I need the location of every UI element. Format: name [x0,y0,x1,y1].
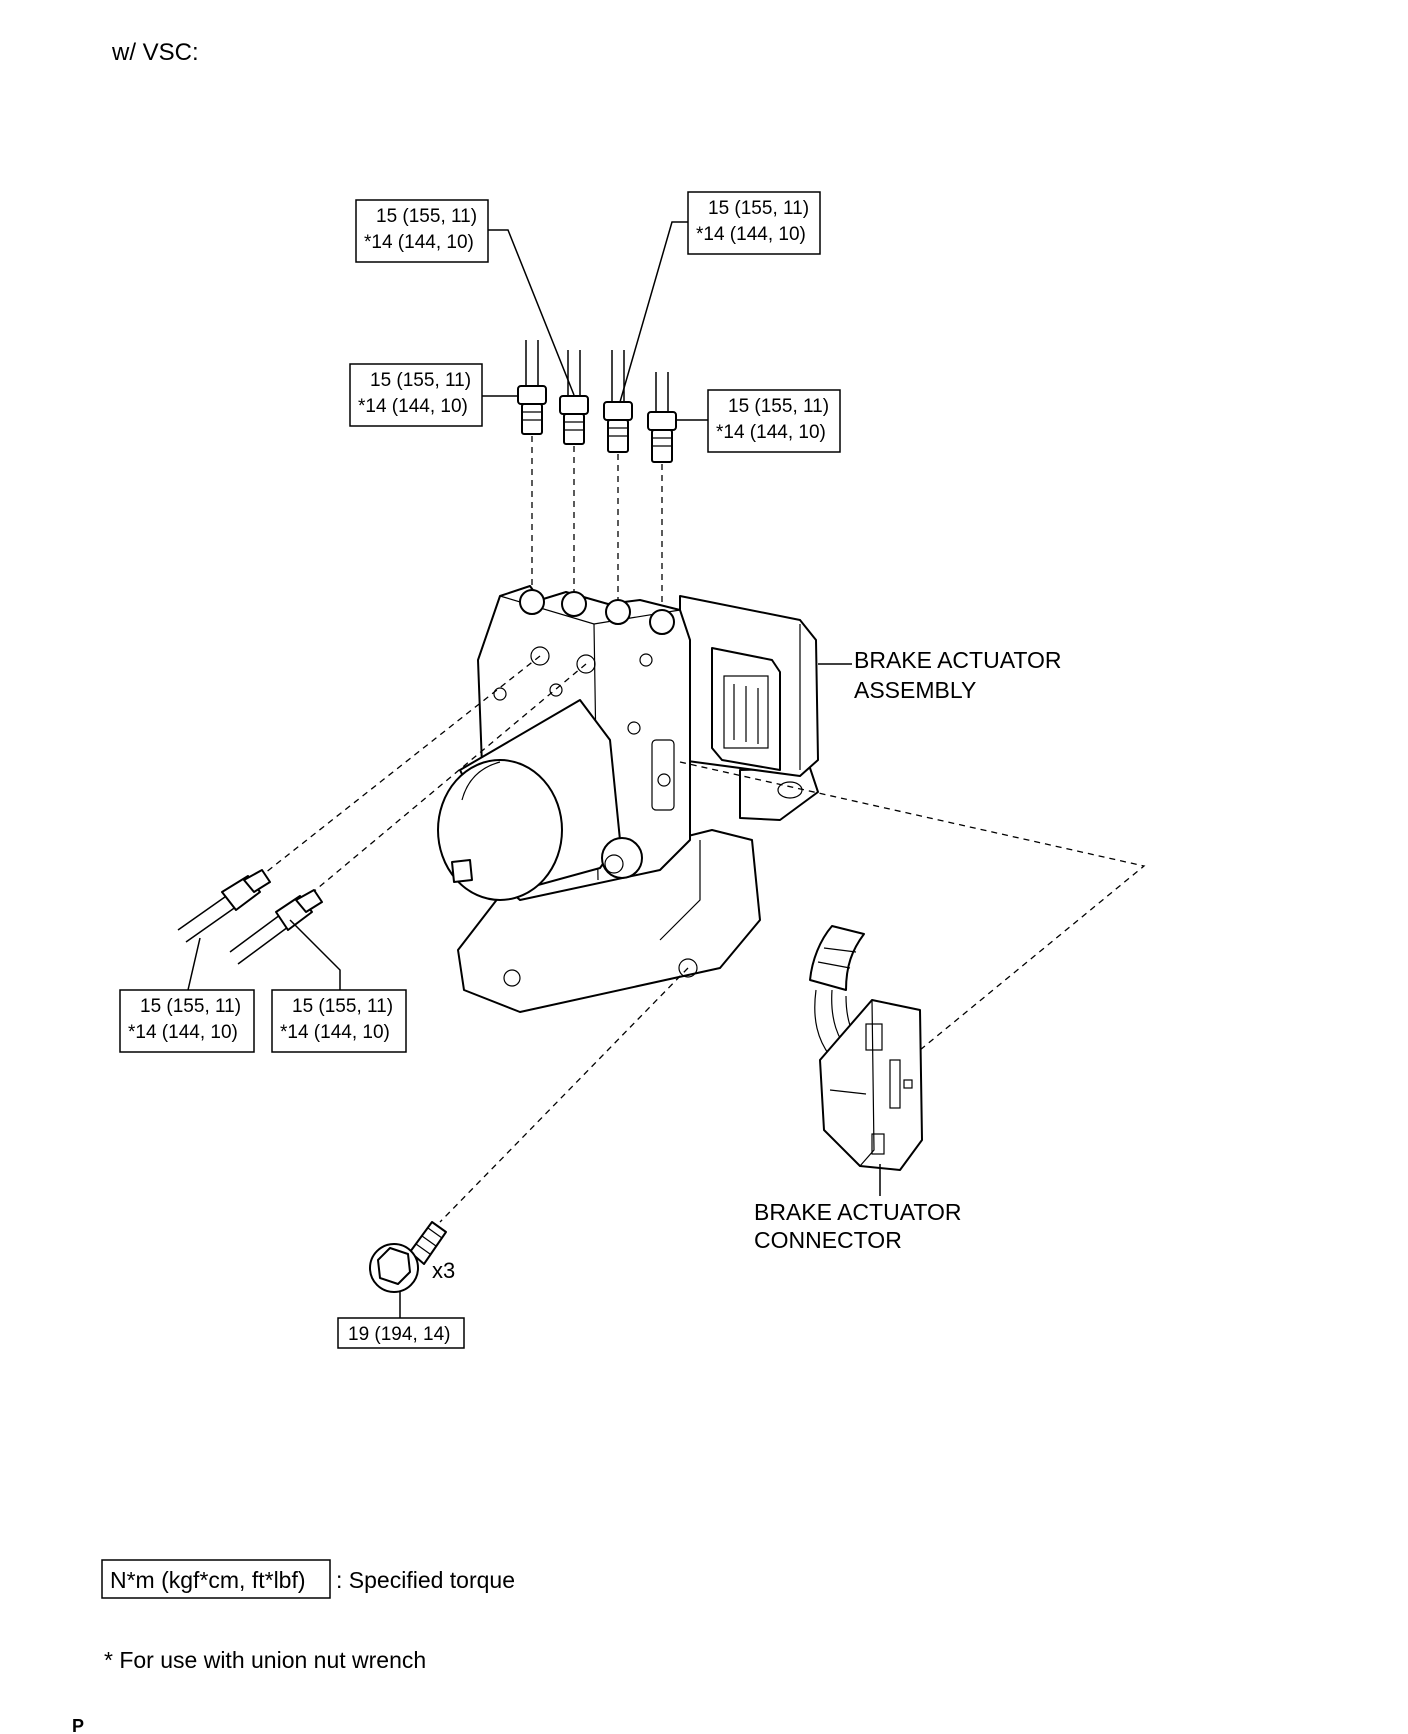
union-nut-3 [603,350,633,453]
torque-value-union-wrench: *14 (144, 10) [364,232,474,253]
torque-label-bolt: 19 (194, 14) [337,1317,465,1349]
brake-actuator-assembly [437,585,819,1013]
union-nut-2 [559,350,589,445]
brake-actuator-connector-label: BRAKE ACTUATOR [754,1199,961,1225]
bolt-quantity: x3 [432,1258,455,1283]
alignment-line [245,655,541,889]
torque-unit-box: N*m (kgf*cm, ft*lbf) [110,1567,306,1593]
torque-label-mid-left: 15 (155, 11) *14 (144, 10) [349,363,483,427]
leader-line [619,221,688,403]
torque-value-union-wrench: *14 (144, 10) [128,1022,238,1043]
torque-value: 15 (155, 11) [292,996,393,1017]
union-nut-4 [647,372,677,463]
footer-mark: P [72,1716,84,1734]
torque-value-union-wrench: *14 (144, 10) [696,224,806,245]
alignment-line [439,967,689,1223]
alignment-line [305,663,587,899]
condition-heading: w/ VSC: [111,39,199,66]
union-wrench-note: * For use with union nut wrench [104,1647,426,1673]
torque-value-union-wrench: *14 (144, 10) [280,1022,390,1043]
mounting-bolt [369,1221,447,1293]
torque-value: 15 (155, 11) [728,396,829,417]
torque-value-union-wrench: *14 (144, 10) [358,396,468,417]
torque-value: 15 (155, 11) [708,198,809,219]
union-nut-5 [177,869,271,943]
leader-line [187,937,201,991]
brake-actuator-connector-label-2: CONNECTOR [754,1227,902,1253]
torque-label-top-left: 15 (155, 11) *14 (144, 10) [355,199,489,263]
torque-value: 15 (155, 11) [376,206,477,227]
torque-label-top-right: 15 (155, 11) *14 (144, 10) [687,191,821,255]
union-nut-6 [229,889,323,965]
torque-unit-legend: N*m (kgf*cm, ft*lbf) : Specified torque [101,1559,515,1599]
torque-label-low-left-2: 15 (155, 11) *14 (144, 10) [271,989,407,1053]
torque-value-union-wrench: *14 (144, 10) [716,422,826,443]
leader-line [488,229,575,396]
torque-value: 15 (155, 11) [370,370,471,391]
union-nut-1 [517,340,547,435]
brake-actuator-assembly-label: BRAKE ACTUATOR [854,647,1061,673]
bolt-torque-value: 19 (194, 14) [348,1324,450,1345]
torque-value: 15 (155, 11) [140,996,241,1017]
brake-actuator-connector [809,925,923,1171]
brake-actuator-assembly-label-2: ASSEMBLY [854,677,976,703]
connector-alignment-line [679,761,1146,1051]
torque-label-low-left-1: 15 (155, 11) *14 (144, 10) [119,989,255,1053]
torque-label-mid-right: 15 (155, 11) *14 (144, 10) [707,389,841,453]
leader-line [289,919,341,990]
torque-unit-description: : Specified torque [336,1567,515,1593]
